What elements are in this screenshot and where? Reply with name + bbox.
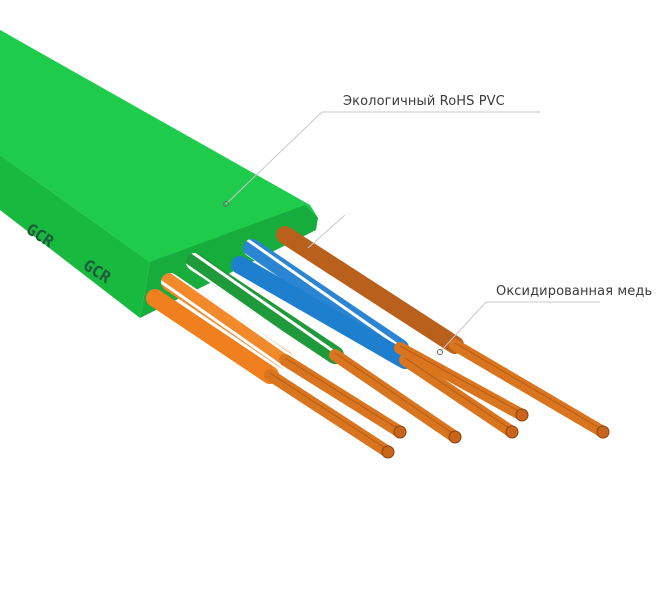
conductor-tips <box>381 408 610 459</box>
callout-label-jacket: Экологичный RoHS PVC <box>343 94 505 109</box>
callout-label-conductor: Оксидированная медь <box>496 284 653 299</box>
conductor-orange-white <box>279 354 406 438</box>
wire-orange-white-stripes <box>161 273 294 369</box>
wire-green-white-stripes <box>186 253 344 364</box>
wire-blue-insulation <box>231 256 414 369</box>
jacket-side <box>0 155 150 318</box>
callout-line-jacket <box>225 111 540 205</box>
callout-line-conductor <box>439 301 600 353</box>
wire-brown-insulation <box>276 226 464 354</box>
wire-blue-white-stripes <box>243 239 409 357</box>
callout-dot-conductor <box>437 349 443 355</box>
conductor-blue <box>399 354 518 438</box>
conductor-brown <box>449 339 609 438</box>
conductor-green-white <box>329 349 461 443</box>
conductor-orange <box>264 369 394 458</box>
conductor-blue-white <box>394 342 528 421</box>
callout-dot-jacket <box>223 201 229 207</box>
callout-line-brown <box>307 214 346 249</box>
conductor-strands <box>269 342 604 451</box>
wire-orange-insulation <box>146 289 279 384</box>
